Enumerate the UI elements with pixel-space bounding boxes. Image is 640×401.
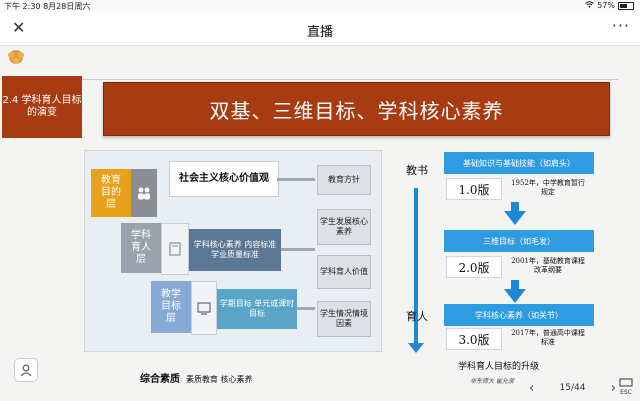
- stage-2-note: 2001年，基础教育课程改革纲要: [511, 257, 585, 274]
- semester-goal-box: 学期目标 单元或课时目标: [217, 289, 297, 329]
- section-label: 2.4 学科育人目标的演变: [2, 76, 82, 138]
- down-arrow-stem: [511, 280, 519, 290]
- cube-side: [131, 169, 157, 217]
- down-arrow-icon: [504, 211, 526, 225]
- battery-icon: [618, 1, 634, 10]
- progress-line: [414, 188, 418, 348]
- stage-3-version: 3.0版: [446, 328, 502, 350]
- more-icon[interactable]: ···: [611, 16, 630, 35]
- teaching-label: 教书: [406, 164, 428, 177]
- cube-education-purpose: 教育目的层: [91, 169, 131, 217]
- divider: [28, 79, 618, 80]
- attribution: 华东师大 崔允漷: [470, 378, 514, 385]
- logo-icon: [8, 50, 24, 64]
- stage-3-note: 2017年，普通高中课程标准: [511, 329, 585, 346]
- cube-teaching-goal: 教学目标层: [151, 281, 191, 333]
- status-time-date: 下午 2:30 8月28日周六: [4, 1, 90, 12]
- diagram-caption: 综合素质素质教育 核心素养: [140, 370, 253, 385]
- page-indicator: 15/44: [559, 383, 586, 393]
- cube-label: 教育目的层: [101, 175, 121, 210]
- arrow-connector: [281, 248, 315, 251]
- stage-2-header: 三维目标（如毛发）: [444, 230, 594, 252]
- stage-1-header: 基础知识与基础技能（如肩头）: [444, 152, 594, 174]
- caption-sub: 素质教育 核心素养: [186, 375, 253, 384]
- arrow-connector: [297, 307, 315, 310]
- upgrade-title: 学科育人目标的升级: [458, 362, 540, 372]
- nav-bar: ✕ 直播 ···: [0, 12, 640, 46]
- cube-side: [191, 281, 217, 335]
- cube-label: 教学目标层: [161, 289, 181, 324]
- down-arrow-stem: [511, 202, 519, 212]
- screen-icon: [619, 378, 633, 387]
- stage-2-version: 2.0版: [446, 256, 502, 278]
- book-icon: [169, 242, 181, 256]
- caption-main: 综合素质: [140, 374, 180, 385]
- stage-1-note: 1952年，中学教育暂行规定: [511, 179, 585, 196]
- avatar-button[interactable]: [14, 358, 38, 382]
- exit-fullscreen-button[interactable]: ESC: [619, 378, 633, 396]
- student-development-box: 学生发展核心素养: [317, 209, 371, 245]
- goal-layers-diagram: 社会主义核心价值观 教育目的层 学科育人层 教学目标层 学科核心素养 内容标准 …: [84, 150, 382, 352]
- slide-title: 双基、三维目标、学科核心素养: [103, 82, 610, 136]
- status-bar: 下午 2:30 8月28日周六 57%: [0, 0, 640, 12]
- people-icon: [138, 187, 150, 200]
- cube-side: [161, 223, 189, 275]
- wifi-icon: [585, 1, 595, 10]
- page-title: 直播: [306, 25, 333, 40]
- progress-arrowhead: [408, 343, 424, 353]
- close-icon[interactable]: ✕: [12, 18, 26, 37]
- prev-page-icon[interactable]: ‹: [529, 380, 535, 396]
- cube-subject-education: 学科育人层: [121, 223, 161, 273]
- nurturing-label: 育人: [406, 310, 428, 323]
- status-time: 下午 2:30: [4, 2, 41, 11]
- slide-view: 2.4 学科育人目标的演变 双基、三维目标、学科核心素养 社会主义核心价值观 教…: [0, 46, 640, 401]
- user-icon: [20, 364, 32, 377]
- stage-1-version: 1.0版: [446, 178, 502, 200]
- status-right: 57%: [585, 1, 634, 10]
- chart-icon: [197, 302, 211, 315]
- guideline-box: 教育方针: [317, 165, 371, 195]
- down-arrow-icon: [504, 289, 526, 303]
- subject-value-box: 学科育人价值: [317, 255, 371, 289]
- core-values-box: 社会主义核心价值观: [169, 161, 279, 197]
- esc-label: ESC: [620, 389, 632, 396]
- stage-3-header: 学科核心素养（如关节）: [444, 304, 594, 326]
- cube-label: 学科育人层: [131, 230, 151, 265]
- student-context-box: 学生情况情境因素: [317, 301, 371, 337]
- arrow-connector: [277, 178, 315, 181]
- core-literacy-box: 学科核心素养 内容标准 学业质量标准: [189, 229, 281, 271]
- page-navigator: ‹ 15/44 ›: [525, 378, 620, 398]
- battery-percent: 57%: [597, 1, 615, 10]
- status-date: 8月28日周六: [43, 2, 91, 11]
- next-page-icon[interactable]: ›: [610, 380, 616, 396]
